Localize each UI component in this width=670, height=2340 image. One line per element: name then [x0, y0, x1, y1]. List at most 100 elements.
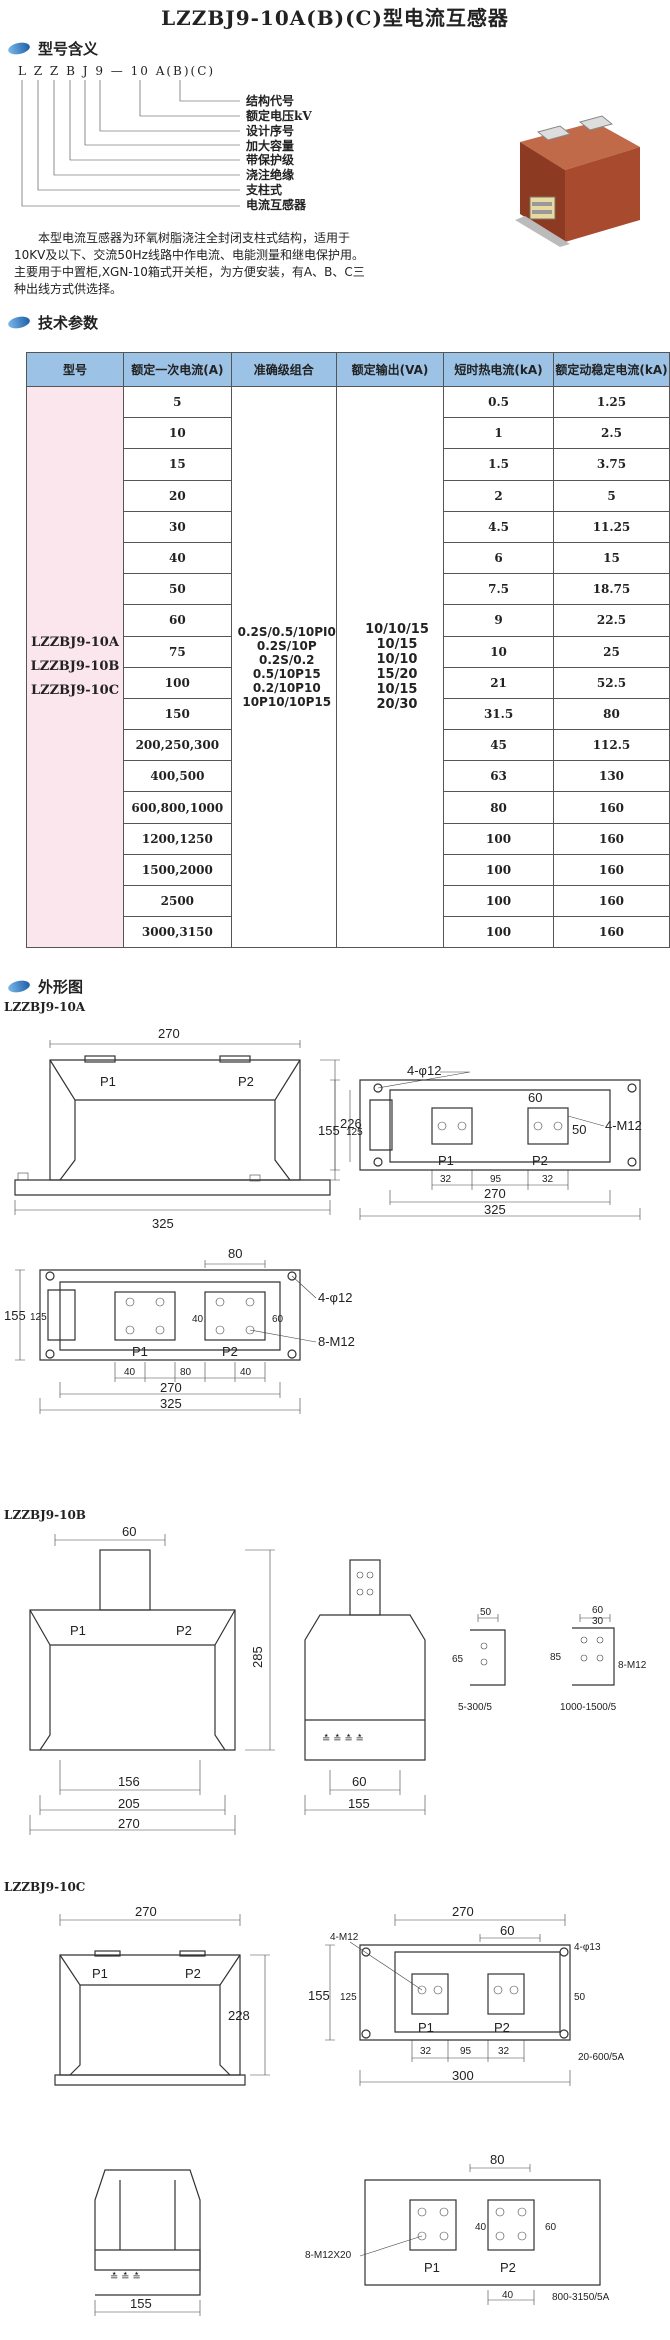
legend-item: 支柱式	[246, 183, 283, 197]
table-header-row: 型号 额定一次电流(A) 准确级组合 额定输出(VA) 短时热电流(kA) 额定…	[25, 352, 670, 387]
dim-label: 50	[574, 1992, 586, 2003]
dim-label: 95	[460, 2046, 472, 2057]
dynamic-current-cell: 3.75	[553, 448, 670, 481]
thermal-current-cell: 0.5	[443, 385, 554, 419]
rated-current-cell: 15	[123, 448, 232, 481]
dim-label: 60	[545, 2222, 557, 2233]
thermal-current-cell: 9	[443, 604, 554, 637]
dim-label: 40	[502, 2290, 514, 2301]
terminal-marks: ≛ ≛ ≛ ≛	[322, 1733, 364, 1745]
drawing-b-title: LZZBJ9-10B	[4, 1508, 86, 1522]
thermal-current-cell: 1.5	[443, 448, 554, 481]
column-header: 准确级组合	[230, 352, 337, 387]
dim-label: 60	[122, 1524, 136, 1539]
dynamic-current-cell: 15	[553, 541, 670, 575]
p1-label: P1	[424, 2260, 440, 2275]
dim-label: 60	[528, 1090, 542, 1105]
dim-label: 285	[250, 1646, 265, 1668]
column-header: 短时热电流(kA)	[443, 352, 554, 387]
holes-label: 4-φ12	[318, 1290, 352, 1305]
thermal-current-cell: 4.5	[443, 510, 554, 543]
dim-label: 80	[490, 2152, 504, 2167]
dynamic-current-cell: 2.5	[553, 417, 670, 450]
dim-label: 95	[490, 1174, 502, 1185]
thread-label: 8-M12	[318, 1334, 355, 1349]
description: 本型电流互感器为环氧树脂浇注全封闭支柱式结构，适用于10KV及以下、交流50Hz…	[14, 231, 365, 296]
dynamic-current-cell: 160	[553, 791, 670, 824]
model-name: LZZBJ9-10A	[31, 635, 119, 651]
thread-label: 4-M12	[605, 1118, 642, 1133]
accuracy-line: 10P10/10P15	[242, 695, 332, 710]
dim-label: 40	[192, 1314, 204, 1325]
dim-label: 40	[240, 1367, 252, 1378]
thermal-current-cell: 2	[443, 479, 554, 512]
dynamic-current-cell: 160	[553, 853, 670, 887]
rated-current-cell: 50	[123, 573, 232, 606]
dim-label: 270	[452, 1904, 474, 1919]
legend-item: 电流互感器	[246, 198, 307, 212]
dim-label: 155	[318, 1123, 340, 1138]
dim-label: 80	[228, 1246, 242, 1261]
thermal-current-cell: 1	[443, 417, 554, 450]
dim-label: 32	[542, 1174, 554, 1185]
model-name: LZZBJ9-10C	[30, 683, 120, 699]
output-line: 10/15	[376, 637, 418, 653]
rated-current-cell: 40	[123, 541, 232, 575]
thermal-current-cell: 10	[443, 635, 554, 668]
dim-label: 125	[30, 1312, 47, 1323]
dynamic-current-cell: 5	[553, 479, 670, 512]
legend-item: 加大容量	[246, 139, 295, 153]
legend-item: 浇注绝缘	[246, 168, 295, 182]
thermal-current-cell: 7.5	[443, 573, 554, 606]
dim-label: 155	[4, 1308, 26, 1323]
rated-current-cell: 5	[123, 385, 232, 419]
legend-item: 带保护级	[246, 153, 295, 167]
model-code: L Z Z B J 9 — 10 A(B)(C)	[18, 64, 216, 78]
rated-current-cell: 600,800,1000	[123, 791, 232, 824]
dim-label: 32	[498, 2046, 510, 2057]
rated-current-cell: 3000,3150	[123, 916, 232, 949]
p2-label: P2	[532, 1153, 548, 1168]
dim-label: 226	[340, 1116, 362, 1131]
dim-label: 65	[452, 1654, 464, 1665]
drawing-c-title: LZZBJ9-10C	[4, 1880, 86, 1894]
dynamic-current-cell: 25	[553, 635, 670, 668]
dynamic-current-cell: 160	[553, 822, 670, 855]
thread-label: 4-M12	[330, 1932, 359, 1943]
section-params-label: 技术参数	[38, 314, 99, 332]
dim-label: 40	[124, 1367, 136, 1378]
dim-label: 325	[152, 1216, 174, 1231]
dynamic-current-cell: 52.5	[553, 666, 670, 699]
rated-current-cell: 2500	[123, 884, 232, 918]
terminal-marks: ≛ ≛ ≛	[110, 2271, 141, 2283]
thermal-current-cell: 100	[443, 853, 554, 887]
dim-label: 40	[475, 2222, 487, 2233]
range-note: 20-600/5A	[578, 2052, 624, 2063]
dynamic-current-cell: 160	[553, 916, 670, 949]
rated-current-cell: 10	[123, 417, 232, 450]
dim-label: 228	[228, 2008, 250, 2023]
rated-current-cell: 75	[123, 635, 232, 668]
thread-label: 8-M12X20	[305, 2250, 352, 2261]
dynamic-current-cell: 80	[553, 697, 670, 731]
p2-label: P2	[185, 1966, 201, 1981]
dim-label: 270	[135, 1904, 157, 1919]
dim-label: 50	[572, 1122, 586, 1137]
rated-current-cell: 150	[123, 697, 232, 731]
dim-label: 156	[118, 1774, 140, 1789]
holes-label: 4-φ12	[407, 1063, 441, 1078]
rated-current-cell: 200,250,300	[123, 729, 232, 762]
dim-label: 60	[500, 1923, 514, 1938]
